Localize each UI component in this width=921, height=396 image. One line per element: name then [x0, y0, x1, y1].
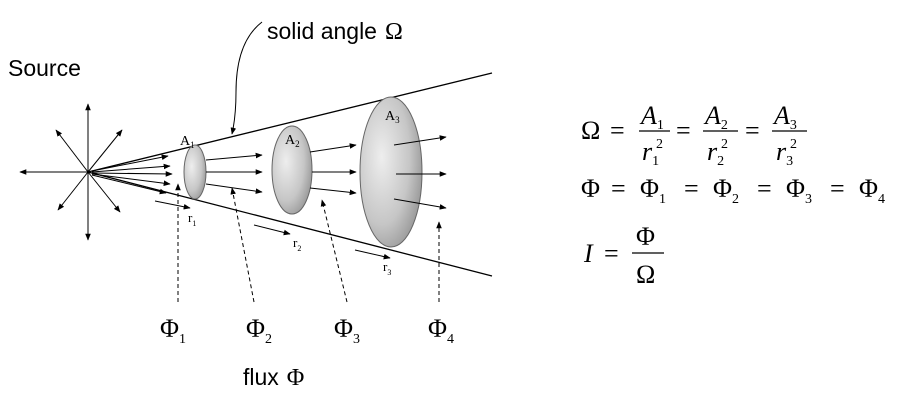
radius-label-r1: r1: [188, 210, 196, 228]
svg-text:I: I: [583, 239, 594, 268]
radius-label-r3: r3: [383, 259, 391, 277]
svg-text:2: 2: [790, 137, 797, 152]
area-label-a1: A1: [180, 134, 195, 150]
surface-a3: [359, 96, 423, 248]
svg-text:=: =: [611, 174, 626, 203]
area-label-a2: A2: [285, 133, 300, 149]
equation-solid-angle: Ω = A1 r1 2 = A2 r2 2 = A3 r3 2: [581, 101, 807, 169]
svg-text:A2: A2: [703, 101, 728, 133]
svg-text:2: 2: [721, 137, 728, 152]
flux-label-phi4: Φ4: [428, 314, 454, 347]
svg-text:=: =: [610, 116, 625, 145]
solid-angle-leader: [230, 21, 263, 135]
svg-text:A3: A3: [772, 101, 797, 133]
svg-text:r1: r1: [642, 137, 659, 169]
flux-leaders: [175, 183, 442, 303]
svg-text:=: =: [757, 174, 772, 203]
source-label: Source: [8, 55, 81, 81]
svg-text:=: =: [830, 174, 845, 203]
svg-text:=: =: [745, 116, 760, 145]
svg-text:Φ: Φ: [581, 174, 600, 203]
equation-intensity: I = Φ Ω: [583, 222, 664, 289]
source-rays: [19, 103, 123, 241]
svg-text:=: =: [676, 116, 691, 145]
flux-label-phi1: Φ1: [160, 314, 186, 347]
svg-text:=: =: [604, 239, 619, 268]
cone-rays: [91, 154, 173, 195]
solid-angle-cone: [87, 72, 493, 277]
surface-a1: [183, 144, 207, 200]
svg-text:Φ4: Φ4: [859, 174, 885, 207]
radius-arrows: [154, 200, 391, 260]
area-label-a3: A3: [385, 109, 400, 125]
svg-text:r3: r3: [776, 137, 793, 169]
svg-text:2: 2: [656, 137, 663, 152]
equation-flux: Φ = Φ1 = Φ2 = Φ3 = Φ4: [581, 174, 885, 207]
svg-text:Φ2: Φ2: [713, 174, 739, 207]
svg-text:Ω: Ω: [636, 260, 655, 289]
flux-rays: [205, 135, 447, 210]
svg-text:r2: r2: [707, 137, 724, 169]
svg-text:Φ3: Φ3: [786, 174, 812, 207]
flux-label-phi2: Φ2: [246, 314, 272, 347]
svg-text:Φ1: Φ1: [640, 174, 666, 207]
svg-text:A1: A1: [639, 101, 664, 133]
svg-text:Ω: Ω: [581, 116, 600, 145]
radius-label-r2: r2: [293, 235, 301, 253]
svg-text:=: =: [684, 174, 699, 203]
svg-text:Φ: Φ: [636, 222, 655, 251]
surface-a2: [271, 125, 313, 215]
flux-label-phi3: Φ3: [334, 314, 360, 347]
